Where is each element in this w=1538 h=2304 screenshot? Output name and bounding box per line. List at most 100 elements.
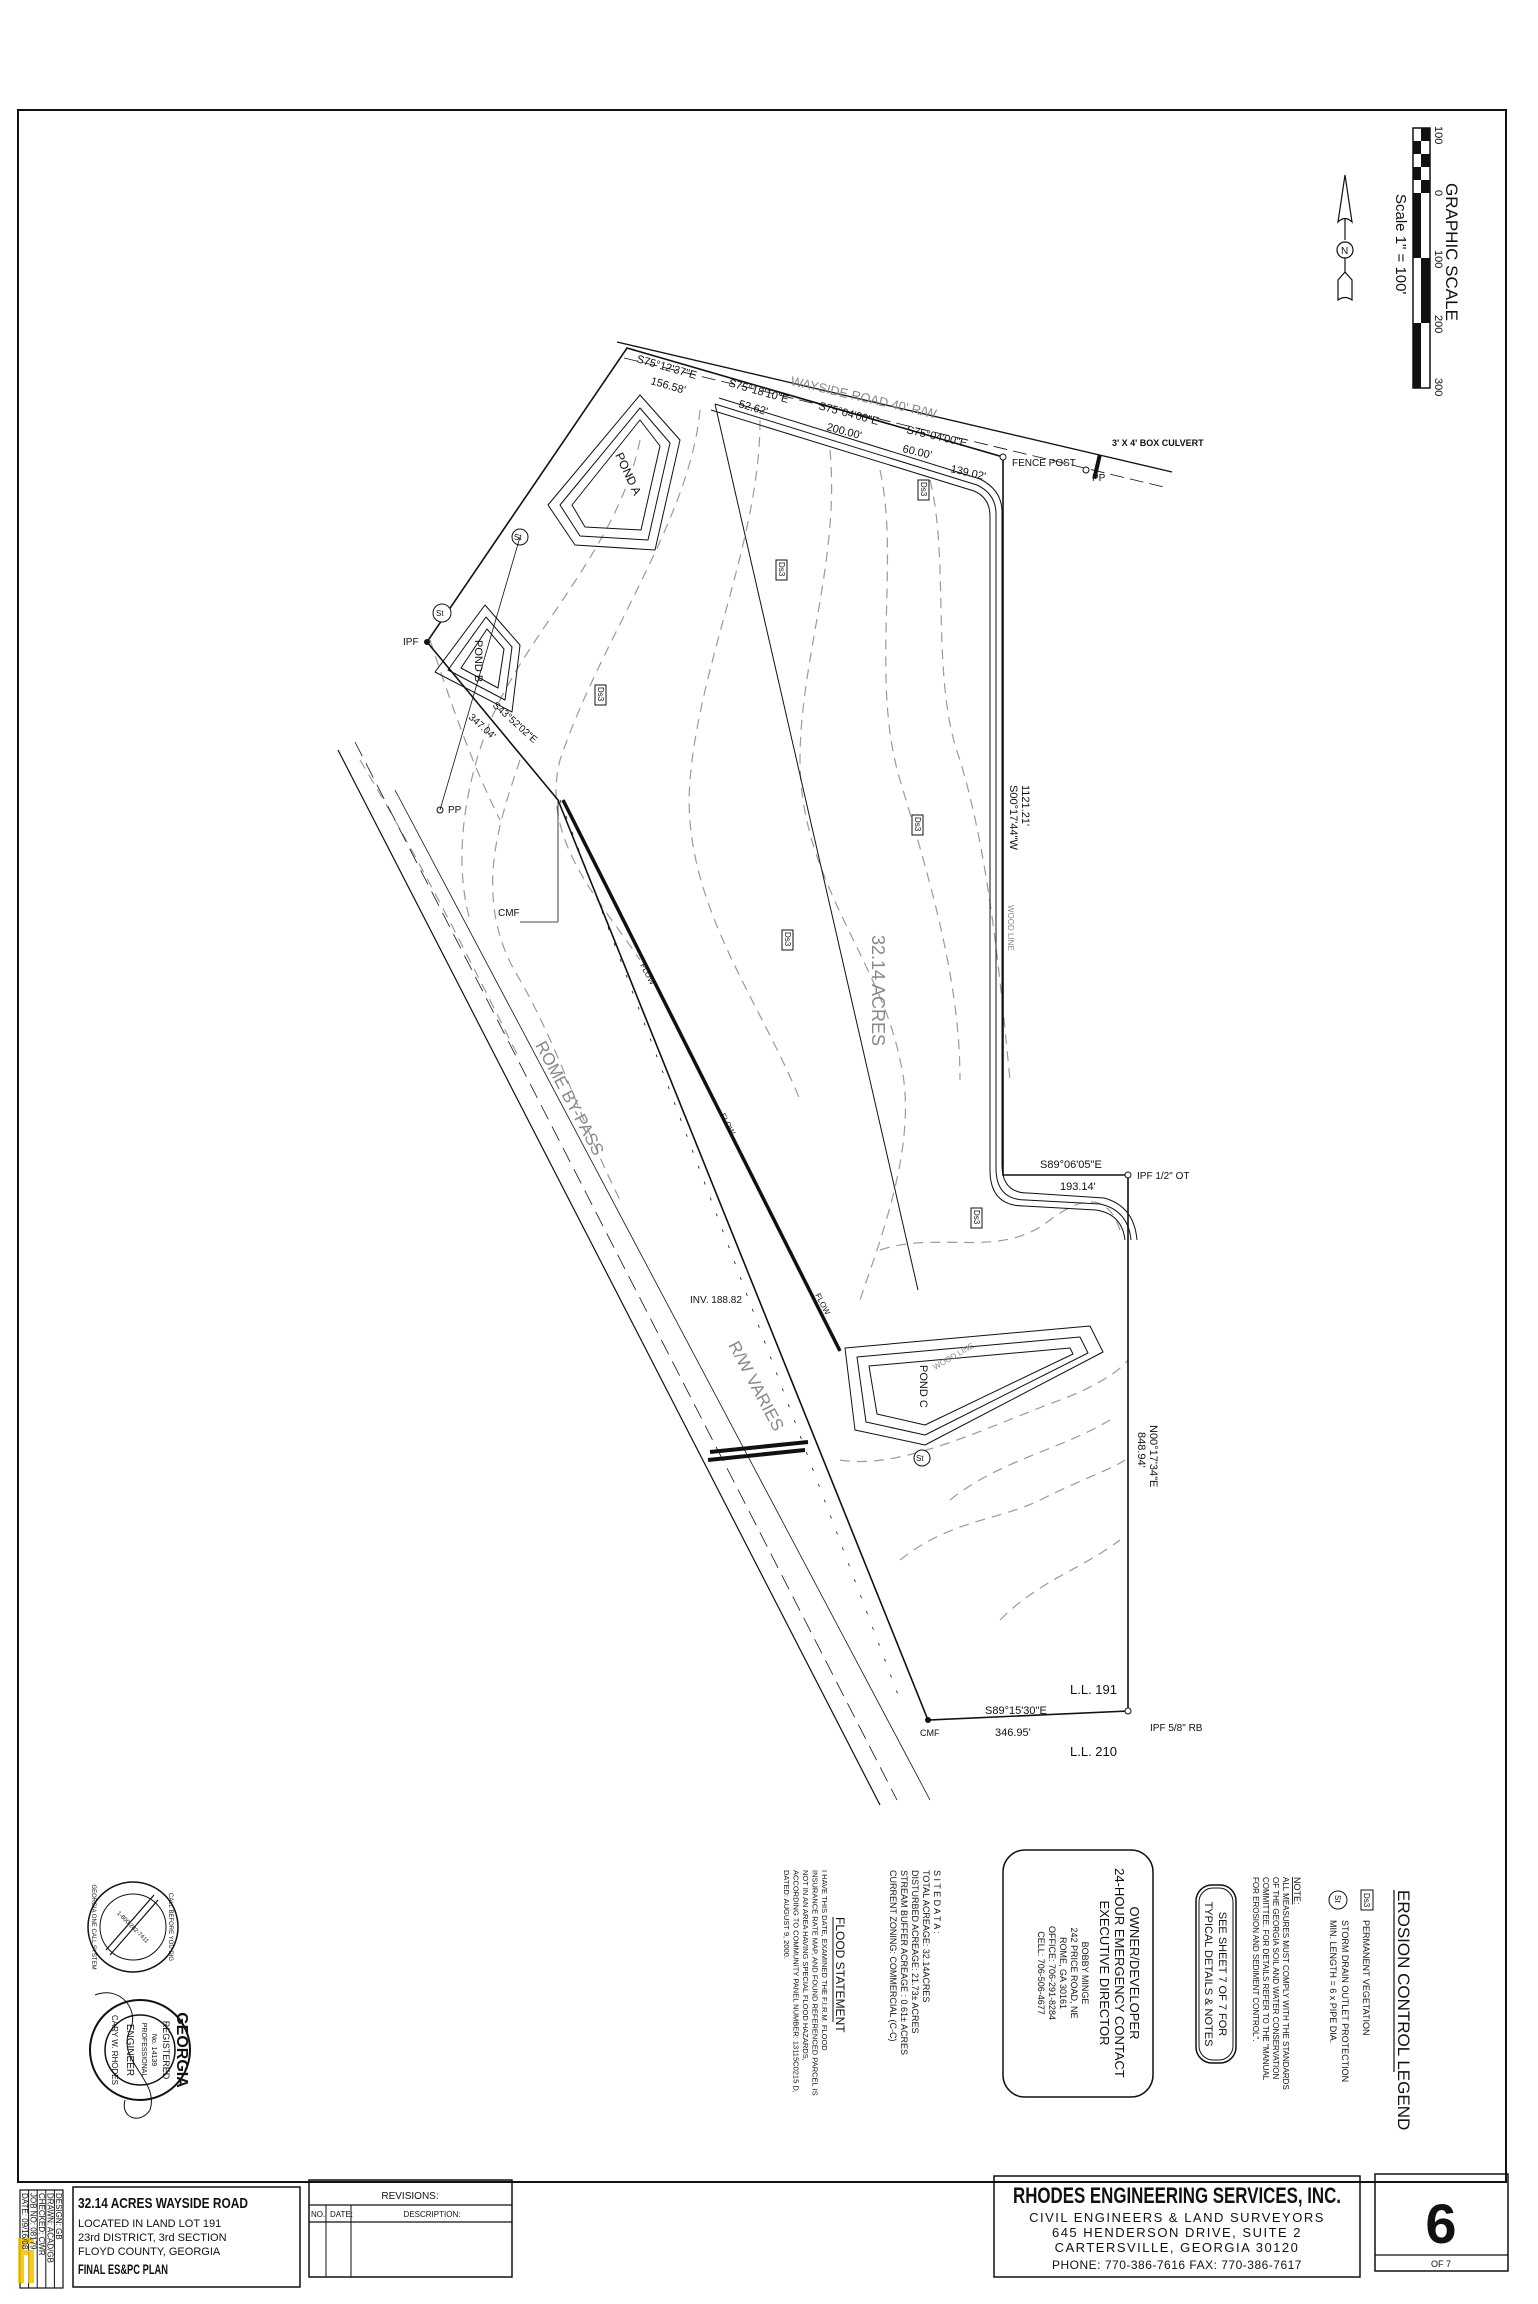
distance: 848.94' bbox=[1135, 1432, 1147, 1468]
revisions-col-date: DATE: bbox=[330, 2210, 353, 2219]
note-line: ALL MEASURES MUST COMPLY WITH THE STANDA… bbox=[1281, 1877, 1290, 2090]
scale-ratio: Scale 1" = 100' bbox=[1392, 194, 1409, 294]
cmf-label: CMF bbox=[920, 1728, 940, 1738]
outlet-protection-icon: St bbox=[913, 1449, 931, 1467]
owner-line: BOBBY MINGE bbox=[1080, 1942, 1090, 2005]
ipf-half-label: IPF 1/2" OT bbox=[1137, 1171, 1189, 1182]
ds3-tag: Ds3 bbox=[783, 932, 792, 947]
pp-label: PP bbox=[448, 805, 462, 816]
flood-line: DATED: AUGUST 9, 2000. bbox=[782, 1870, 791, 1959]
distance: 193.14' bbox=[1060, 1181, 1096, 1193]
seal-text: REGISTERED bbox=[161, 2021, 171, 2080]
project-title: 32.14 ACRES WAYSIDE ROAD bbox=[78, 2195, 248, 2212]
legend-title: EROSION CONTROL LEGEND bbox=[1394, 1890, 1413, 2130]
call-before-you-dig-stamp: CALL BEFORE YOU DIG 1-800-282-7411 GEORG… bbox=[87, 1881, 179, 1973]
ds3-tag: Ds3 bbox=[777, 562, 786, 577]
scale-tick: 200 bbox=[1432, 315, 1444, 333]
bearing: S43°52'02"E bbox=[490, 700, 539, 746]
company-box: RHODES ENGINEERING SERVICES, INC. CIVIL … bbox=[993, 2175, 1361, 2278]
st-legend-icon bbox=[1328, 1890, 1348, 1910]
st-tag: St bbox=[514, 533, 522, 542]
ds3-tag: Ds3 bbox=[919, 482, 928, 497]
flood-title: FLOOD STATEMENT bbox=[833, 1917, 847, 2033]
legend-item-text: STORM DRAIN OUTLET PROTECTION bbox=[1340, 1920, 1350, 2082]
site-data-line: TOTAL ACREAGE: 32.14ACRES bbox=[921, 1870, 931, 2002]
revisions-title: REVISIONS: bbox=[381, 2191, 438, 2202]
see-sheet-text: SEE SHEET 7 OF 7 FOR bbox=[1216, 1912, 1228, 2037]
contour-lines bbox=[359, 409, 1129, 1621]
property-boundary bbox=[426, 347, 1129, 1721]
site-data-line: STREAM BUFFER ACREAGE : 0.61± ACRES bbox=[899, 1870, 909, 2055]
rome-bypass-road: ROME BY-PASS R/W VARIES bbox=[337, 741, 931, 1806]
bypass-label: ROME BY-PASS bbox=[531, 1038, 607, 1159]
engineer-seal: GEORGIA REGISTERED No. 14139 PROFESSIONA… bbox=[89, 1992, 191, 2119]
site-data-line: DISTURBED ACREAGE: 21.73± ACRES bbox=[910, 1870, 920, 2034]
north-arrow-icon: N bbox=[1336, 174, 1354, 302]
revisions-col-no: NO. bbox=[311, 2210, 325, 2219]
ipf-label: IPF bbox=[403, 637, 419, 648]
checked-by: CHECKED: CWR bbox=[37, 2193, 46, 2256]
revisions-table: REVISIONS: NO. DATE: DESCRIPTION: bbox=[308, 2179, 513, 2278]
outlet-protection-icon: St bbox=[432, 603, 452, 623]
bearing: S00°17'44"W bbox=[1007, 785, 1019, 850]
job-number: JOB NO: 08179 bbox=[29, 2193, 38, 2250]
stamp-text: GEORGIA ONE CALL SYSTEM bbox=[90, 1884, 96, 1969]
company-phone: PHONE: 770-386-7616 FAX: 770-386-7617 bbox=[1052, 2258, 1302, 2272]
distance: 52.62' bbox=[737, 398, 769, 418]
revisions-col-description: DESCRIPTION: bbox=[404, 2210, 461, 2219]
distance: 346.95' bbox=[995, 1727, 1031, 1739]
owner-heading: EXECUTIVE DIRECTOR bbox=[1097, 1901, 1112, 2046]
erosion-control-legend: EROSION CONTROL LEGEND Ds3 PERMANENT VEG… bbox=[1195, 1877, 1413, 2130]
see-sheet-box bbox=[1195, 1884, 1237, 2064]
diversion-channel bbox=[561, 799, 842, 1352]
company-line: CIVIL ENGINEERS & LAND SURVEYORS bbox=[1029, 2210, 1325, 2225]
owner-line: OFFICE: 706-291-8284 bbox=[1047, 1926, 1057, 2020]
ds3-tag: Ds3 bbox=[913, 817, 922, 832]
scale-tick: 100 bbox=[1432, 250, 1444, 268]
owner-line: 242 PRICE ROAD, NE bbox=[1069, 1927, 1079, 2018]
pond-c bbox=[844, 1325, 1104, 1446]
seal-text: ENGINEER bbox=[124, 2024, 135, 2076]
ds3-tag: Ds3 bbox=[972, 1210, 981, 1225]
st-tag: St bbox=[436, 609, 444, 618]
note-line: FOR EROSION AND SEDIMENT CONTROL". bbox=[1251, 1877, 1260, 2042]
owner-contact-box: OWNER/DEVELOPER 24-HOUR EMERGENCY CONTAC… bbox=[1002, 1849, 1154, 2098]
site-data-line: CURRENT ZONING: COMMERCIAL (C-C) bbox=[888, 1870, 898, 2042]
owner-line: CELL: 706-506-4677 bbox=[1036, 1931, 1046, 2015]
flood-line: I HAVE THIS DATE, EXAMINED THE F.I.R.M. … bbox=[820, 1870, 829, 2051]
stamp-text: CALL BEFORE YOU DIG bbox=[167, 1893, 173, 1961]
legend-item-text: MIN. LENGTH = 6 x PIPE DIA. bbox=[1328, 1920, 1338, 2043]
scale-tick: 100 bbox=[1432, 126, 1444, 144]
scale-tick: 0 bbox=[1432, 190, 1444, 196]
owner-heading: 24-HOUR EMERGENCY CONTACT bbox=[1112, 1868, 1127, 2078]
gas-line-markers bbox=[707, 1440, 809, 1462]
bearing: S75°18'10"E bbox=[727, 377, 790, 406]
north-letter: N bbox=[1341, 246, 1348, 257]
bypass-rw-label: R/W VARIES bbox=[724, 1338, 787, 1434]
site-data: S I T E D A T A : TOTAL ACREAGE: 32.14AC… bbox=[888, 1870, 942, 2055]
seal-text: PROFESSIONAL bbox=[140, 2023, 147, 2078]
acreage-label: 32.14 ACRES bbox=[868, 935, 888, 1046]
title-block: DESIGN: GB DRAWN: ACAD/GB CHECKED: CWR J… bbox=[18, 2173, 1509, 2289]
ds3-tag: Ds3 bbox=[596, 687, 605, 702]
company-line: CARTERSVILLE, GEORGIA 30120 bbox=[1055, 2240, 1300, 2255]
project-line: LOCATED IN LAND LOT 191 bbox=[78, 2218, 221, 2230]
signature bbox=[94, 1992, 152, 2119]
scale-title: GRAPHIC SCALE bbox=[1442, 183, 1461, 321]
wood-line-label: WOOD LINE bbox=[1006, 905, 1015, 951]
st-tag: St bbox=[916, 1454, 924, 1463]
drawing-date: DATE: 09/16/08 bbox=[20, 2193, 29, 2250]
legend-item-text: PERMANENT VEGETATION bbox=[1361, 1920, 1371, 2036]
sheet-border bbox=[17, 109, 1507, 2183]
box-culvert-icon bbox=[1092, 454, 1102, 480]
vegetation-tags: Ds3 Ds3 Ds3 Ds3 Ds3 Ds3 bbox=[594, 479, 983, 1229]
ds3-legend-icon bbox=[1360, 1889, 1374, 1911]
flow-label: FLOW bbox=[638, 962, 657, 987]
pond-a bbox=[547, 394, 681, 551]
scale-bar bbox=[1412, 127, 1431, 389]
owner-heading: OWNER/DEVELOPER bbox=[1127, 1907, 1142, 2040]
invert-label: INV. 188.82 bbox=[690, 1295, 742, 1306]
pond-c-label: POND C bbox=[917, 1365, 929, 1408]
land-lot-210: L.L. 210 bbox=[1070, 1744, 1117, 1759]
